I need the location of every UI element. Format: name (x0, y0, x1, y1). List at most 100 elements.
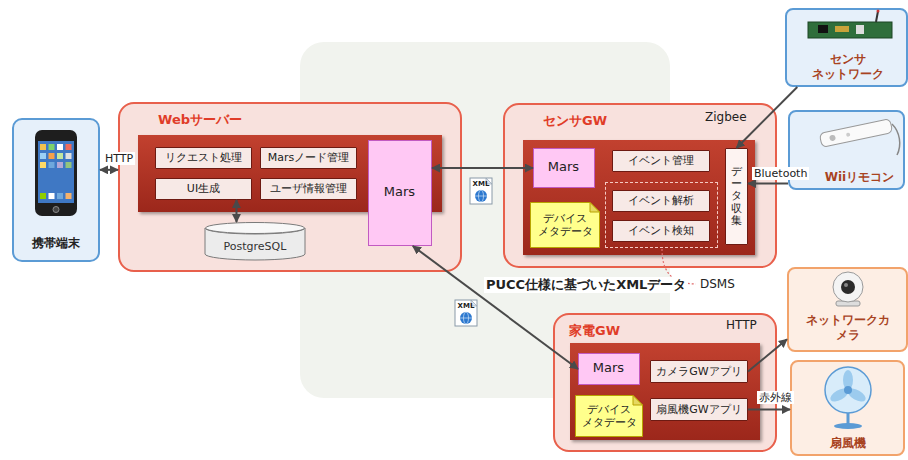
gateway-box: 家電GWMarsカメラGWアプリ扇風機GWアプリデバイス メタデータ (553, 313, 777, 452)
connector-arrow (748, 339, 787, 371)
app-icon (66, 162, 72, 168)
text-holder: Mars (534, 149, 593, 186)
box-label: Mars (548, 159, 579, 175)
globe-equator (475, 196, 487, 197)
text-holder: イベント解析 (613, 191, 709, 211)
sensor-board-illustration (808, 10, 892, 39)
server-box: Webサーバーリクエスト処理 Marsノード管理 UI生成 ユーザ情報管理 MarsPo… (118, 102, 462, 272)
box-label: イベント管理 (628, 154, 694, 168)
box-label: Marsノード管理 (268, 151, 350, 165)
connector-arrow (748, 409, 790, 411)
module-box: イベント管理 (612, 150, 710, 172)
mars-box: Mars (368, 140, 432, 246)
protocol-label: Zigbee (705, 110, 747, 124)
box-label: センサ ネットワーク (800, 52, 896, 82)
note-body (531, 203, 600, 248)
module-box: リクエスト処理 (155, 147, 252, 169)
box-label: イベント検知 (628, 224, 694, 238)
text-holder: 家電GW (569, 319, 689, 343)
gateway-box: センサGW Mars イベント管理イベント解析イベント検知 デバイス メタデータ データ… (503, 103, 777, 268)
fan-illustration (825, 367, 871, 429)
text-holder: リクエスト処理 (156, 148, 251, 168)
app-icon (49, 193, 55, 199)
circuit-board (808, 22, 892, 38)
phone-illustration (35, 130, 77, 216)
text-holder: Wiiリモコン (818, 166, 901, 188)
app-icon (57, 193, 63, 199)
app-icon (49, 144, 55, 150)
app-icon (57, 162, 63, 168)
text-holder: Webサーバー (158, 108, 318, 132)
module-box: 扇風機GWアプリ (650, 398, 748, 421)
globe (460, 312, 472, 324)
globe (475, 190, 487, 202)
lens-glint (844, 283, 848, 287)
app-icon (57, 153, 63, 159)
text-holder: カメラGWアプリ (651, 361, 747, 382)
module-box: UI生成 (155, 178, 252, 200)
app-icon (57, 144, 63, 150)
text-holder: デバイス メタデータ (530, 202, 600, 248)
fan-base (834, 423, 862, 429)
box-label: UI生成 (187, 182, 220, 196)
remote-button (846, 132, 851, 137)
connector-arrow (413, 246, 578, 369)
app-icon (49, 153, 55, 159)
text-holder: Mars (369, 141, 430, 244)
wii-remote-illustration (819, 119, 899, 155)
collector-box: データ収集 (725, 148, 748, 245)
fan-hub (844, 386, 852, 394)
xml-document-icon (455, 300, 477, 326)
home-button (53, 207, 59, 213)
app-icon (66, 193, 72, 199)
text-holder: Mars (579, 354, 638, 383)
text-holder: ネットワークカ メラ (795, 307, 900, 349)
note-body (576, 396, 643, 437)
module-box: ユーザ情報管理 (260, 178, 357, 200)
text-holder: センサGW (543, 109, 683, 133)
app-icon (49, 162, 55, 168)
connector-group (100, 87, 797, 410)
globe-equator (460, 318, 472, 319)
chip (818, 25, 828, 33)
box-label: Mars (593, 360, 624, 376)
antenna (876, 11, 878, 22)
edge-label: 赤外線 (757, 391, 794, 404)
document-sheet (455, 300, 477, 326)
cylinder-top (206, 223, 305, 234)
connector-arrow (748, 183, 788, 185)
mars-box: Mars (578, 353, 640, 385)
note-fold (590, 203, 600, 213)
metadata-note: デバイス メタデータ (530, 202, 600, 248)
text-holder: ユーザ情報管理 (261, 179, 356, 199)
box-label: デバイス メタデータ (530, 212, 600, 238)
remote-body-group (819, 119, 892, 148)
device-box: センサ ネットワーク (785, 8, 908, 87)
phone-body (35, 130, 77, 216)
module-box: Marsノード管理 (260, 147, 357, 169)
box-label: カメラGWアプリ (656, 365, 741, 379)
app-icon (40, 153, 46, 159)
icon-text: XML (455, 302, 477, 310)
text-holder: センサ ネットワーク (800, 48, 896, 85)
camera-lens (841, 280, 855, 294)
callout-label: DSMS (700, 277, 735, 291)
remote-button (829, 134, 836, 141)
box-label: イベント解析 (628, 194, 694, 208)
chip (835, 26, 849, 32)
remote-body (819, 119, 892, 148)
box-label: Mars (384, 184, 415, 200)
chip (856, 25, 864, 34)
box-label: 扇風機GWアプリ (656, 403, 741, 417)
mars-box: Mars (533, 148, 595, 188)
antenna-tip (877, 10, 880, 13)
fan-guard (825, 367, 871, 413)
app-icon (40, 144, 46, 150)
edge-label: Bluetooth (752, 167, 809, 180)
app-icon (66, 153, 72, 159)
text-holder: 扇風機GWアプリ (651, 399, 747, 420)
text-holder: PostgreSQL (205, 234, 305, 260)
database-cylinder: PostgreSQL (205, 222, 305, 260)
remote-strap (892, 124, 900, 155)
